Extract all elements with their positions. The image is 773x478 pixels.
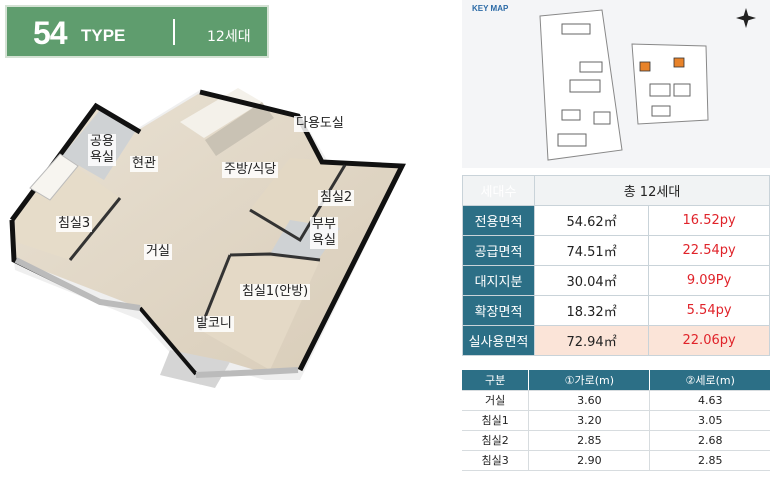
col-header: 구분 (462, 370, 530, 391)
row-py: 5.54py (648, 295, 770, 326)
col-header: ②세로(m) (649, 370, 770, 391)
table-row: 공급면적 74.51㎡ 22.54py (462, 235, 770, 266)
row-label: 확장면적 (462, 295, 535, 326)
room-label-public-bath: 공용 욕실 (88, 134, 116, 166)
cell: 3.60 (528, 390, 650, 411)
key-map-drawing (539, 8, 756, 161)
cell: 침실2 (462, 430, 529, 451)
key-map-title: KEY MAP (472, 4, 509, 13)
unit-count-value: 총 12세대 (534, 175, 770, 206)
table-row: 대지지분 30.04㎡ 9.09Py (462, 265, 770, 296)
area-table: 세대수 총 12세대 전용면적 54.62㎡ 16.52py 공급면적 74.5… (462, 175, 770, 356)
row-sqm: 72.94㎡ (533, 325, 650, 356)
room-label-bedroom2: 침실2 (318, 190, 355, 206)
area-table-header-row: 세대수 총 12세대 (462, 175, 770, 206)
cell: 3.20 (528, 410, 650, 431)
compass-icon (736, 8, 756, 28)
room-label-bedroom3: 침실3 (56, 216, 93, 232)
room-label-entrance: 현관 (130, 156, 158, 172)
row-label: 전용면적 (462, 205, 535, 236)
cell: 침실3 (462, 450, 529, 471)
room-label-utility: 다용도실 (294, 116, 346, 132)
cell: 2.90 (528, 450, 650, 471)
floor-plan: 공용 욕실 현관 주방/식당 다용도실 침실2 부부 욕실 침실3 거실 침실1… (0, 70, 440, 470)
cell: 2.85 (528, 430, 650, 451)
table-row: 확장면적 18.32㎡ 5.54py (462, 295, 770, 326)
unit-count: 12세대 (207, 29, 251, 45)
row-label: 공급면적 (462, 235, 535, 266)
cell: 3.05 (649, 410, 770, 431)
table-row: 침실1 3.20 3.05 (462, 410, 770, 431)
cell: 2.68 (649, 430, 770, 451)
table-row: 전용면적 54.62㎡ 16.52py (462, 205, 770, 236)
room-label-bedroom1: 침실1(안방) (240, 284, 311, 300)
floor-plan-drawing (9, 88, 406, 388)
table-row: 거실 3.60 4.63 (462, 390, 770, 411)
cell: 2.85 (649, 450, 770, 471)
type-number: 54 (33, 15, 68, 51)
table-row: 침실3 2.90 2.85 (462, 450, 770, 471)
table-row-highlight: 실사용면적 72.94㎡ 22.06py (462, 325, 770, 356)
room-label-master-bath: 부부 욕실 (310, 217, 338, 249)
type-banner: 54 TYPE 12세대 (5, 5, 269, 58)
cell: 4.63 (649, 390, 770, 411)
row-sqm: 18.32㎡ (533, 295, 650, 326)
room-label-balcony: 발코니 (194, 316, 234, 332)
unit-count-label: 세대수 (462, 175, 535, 206)
col-header: ①가로(m) (528, 370, 651, 391)
table-row: 침실2 2.85 2.68 (462, 430, 770, 451)
cell: 침실1 (462, 410, 529, 431)
row-sqm: 30.04㎡ (533, 265, 650, 296)
row-py: 22.06py (648, 325, 770, 356)
row-label: 실사용면적 (462, 325, 535, 356)
room-label-kitchen: 주방/식당 (222, 162, 279, 178)
row-py: 22.54py (648, 235, 770, 266)
type-label: TYPE (81, 26, 126, 45)
divider (173, 19, 175, 45)
cell: 거실 (462, 390, 529, 411)
row-sqm: 74.51㎡ (533, 235, 650, 266)
row-py: 16.52py (648, 205, 770, 236)
row-sqm: 54.62㎡ (533, 205, 650, 236)
key-map: KEY MAP (462, 0, 770, 168)
room-size-table: 구분 ①가로(m) ②세로(m) 거실 3.60 4.63 침실1 3.20 3… (462, 370, 770, 471)
size-table-header: 구분 ①가로(m) ②세로(m) (462, 370, 770, 391)
row-label: 대지지분 (462, 265, 535, 296)
row-py: 9.09Py (648, 265, 770, 296)
room-label-living: 거실 (144, 244, 172, 260)
